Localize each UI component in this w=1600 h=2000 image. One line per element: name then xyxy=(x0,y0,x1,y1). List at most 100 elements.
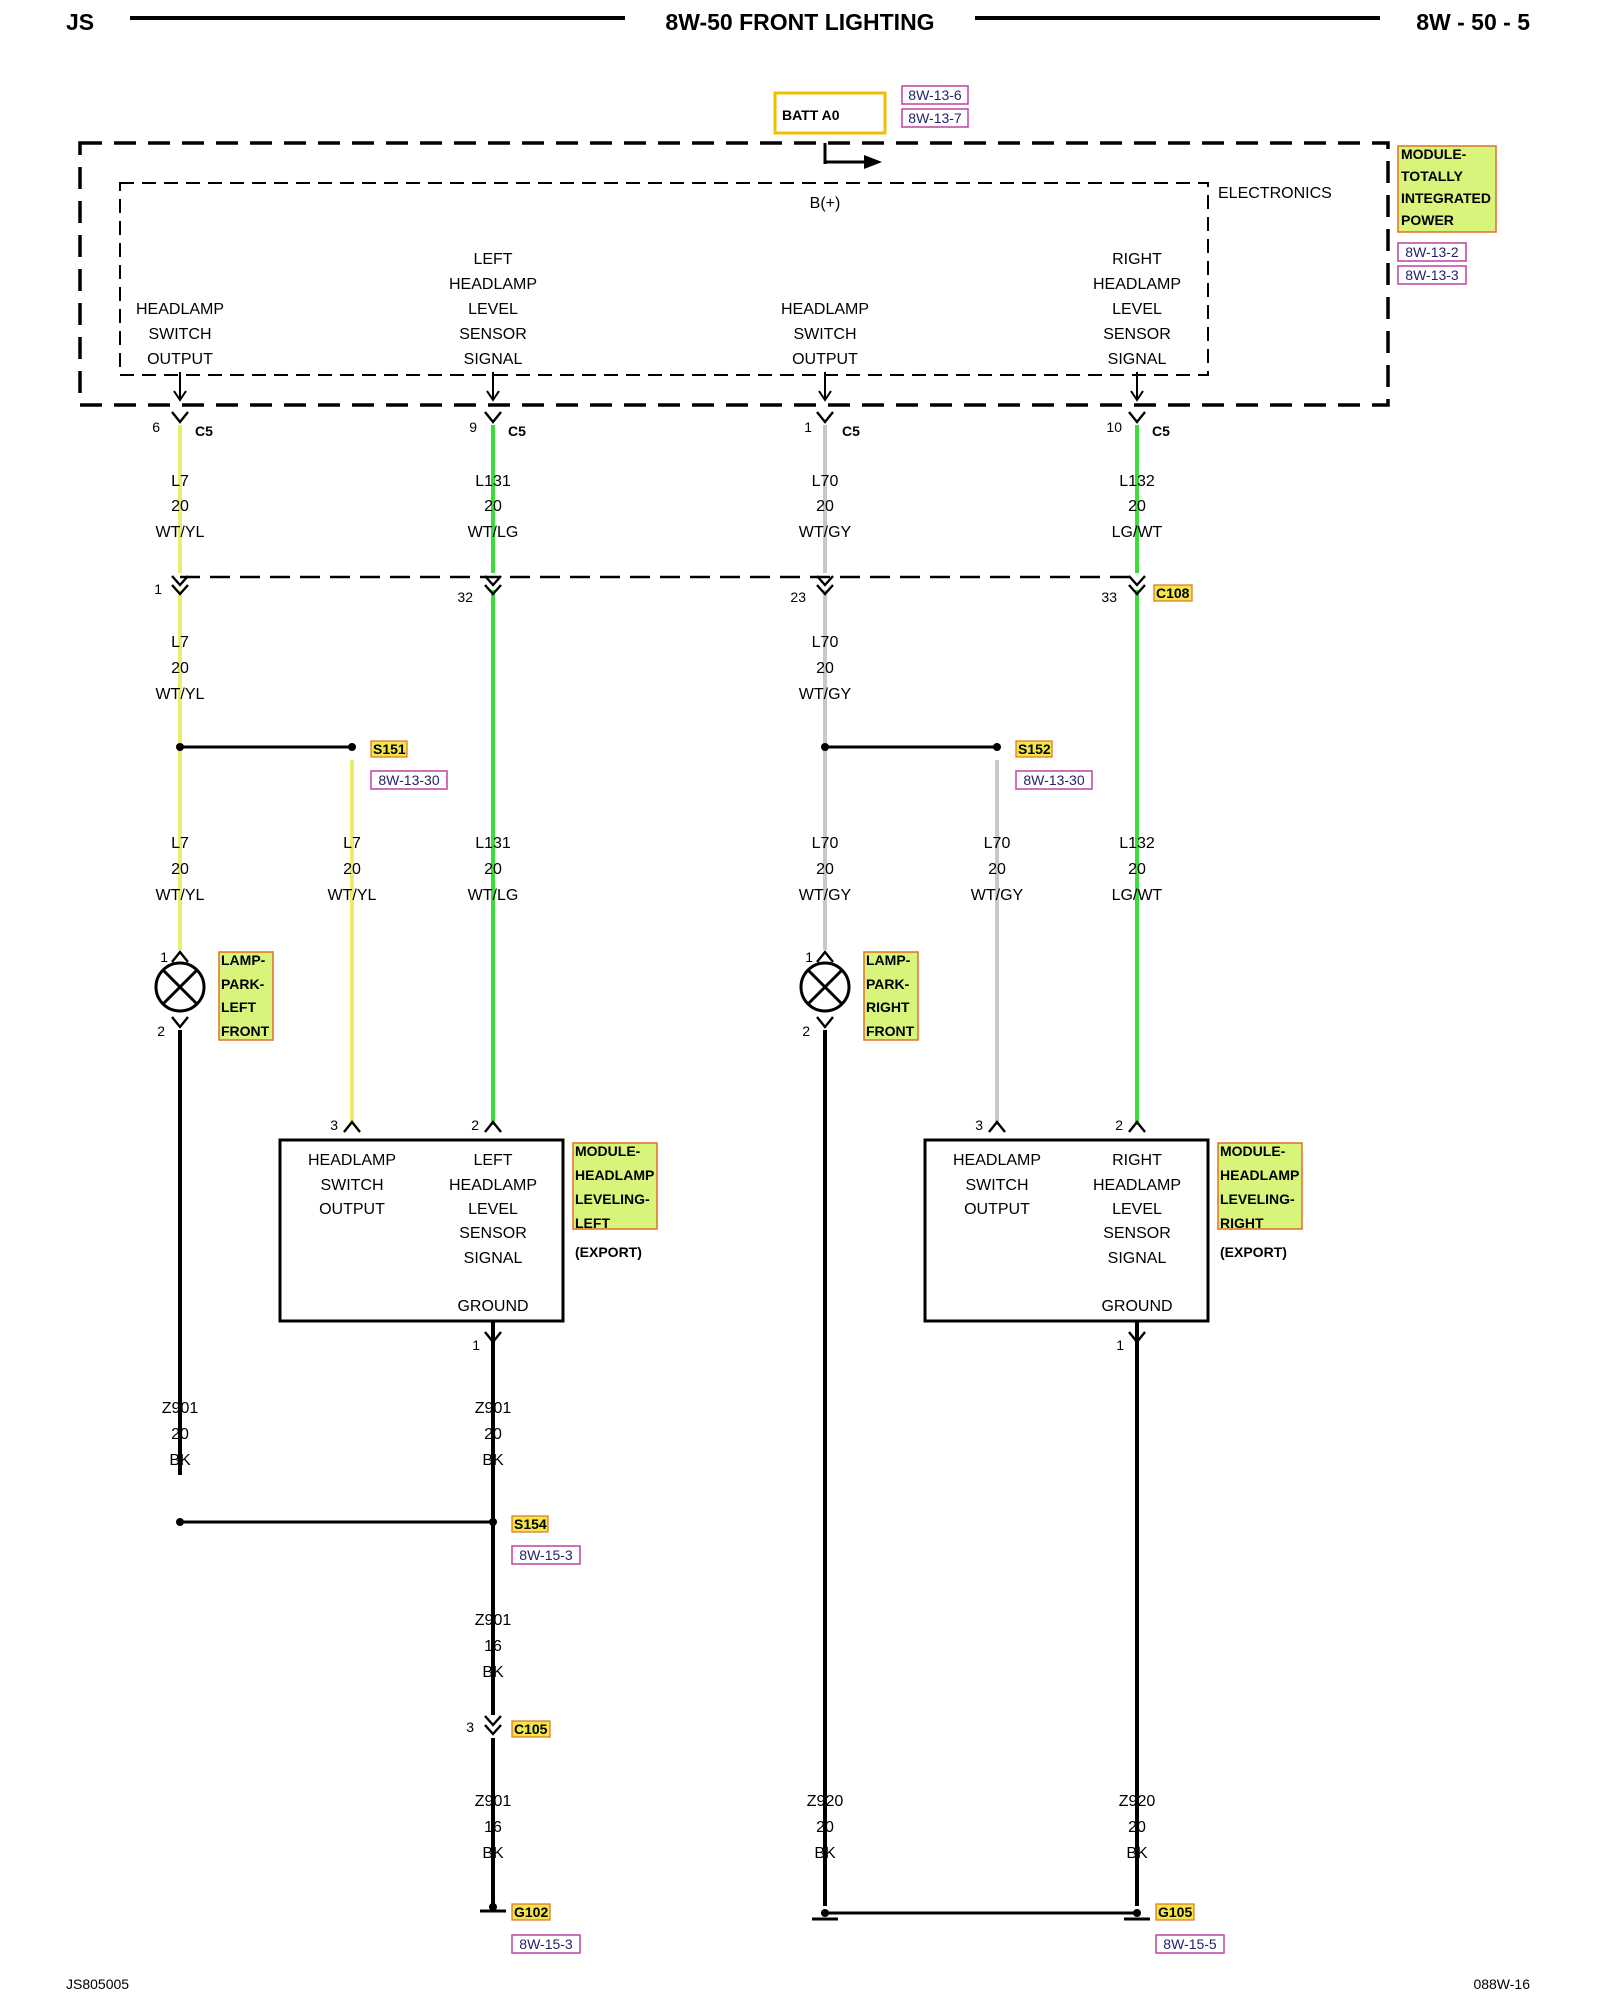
svg-text:WT/GY: WT/GY xyxy=(799,686,852,703)
svg-text:HEADLAMP: HEADLAMP xyxy=(449,276,537,293)
s151-ref[interactable]: 8W-13-30 xyxy=(370,770,448,790)
leveling-right-label[interactable]: MODULE- HEADLAMP LEVELING- RIGHT xyxy=(1217,1142,1303,1231)
wire-label-l131-upper: L131 20 WT/LG xyxy=(468,473,519,541)
c5-label-1: C5 xyxy=(195,423,213,439)
svg-text:Z901: Z901 xyxy=(475,1400,512,1417)
svg-text:HEADLAMP: HEADLAMP xyxy=(1093,1177,1181,1194)
leveling-left-ground-label: GROUND xyxy=(457,1298,528,1315)
svg-text:OUTPUT: OUTPUT xyxy=(319,1201,385,1218)
svg-text:LEVELING-: LEVELING- xyxy=(575,1191,650,1207)
tipm-output-2-label: LEFT HEADLAMP LEVEL SENSOR SIGNAL xyxy=(449,251,537,368)
svg-text:8W-15-3: 8W-15-3 xyxy=(519,1936,573,1952)
s152-node-left xyxy=(821,743,829,751)
svg-text:HEADLAMP: HEADLAMP xyxy=(575,1167,654,1183)
leveling-left-label[interactable]: MODULE- HEADLAMP LEVELING- LEFT xyxy=(572,1142,658,1231)
svg-text:L70: L70 xyxy=(812,473,839,490)
c105-connector-icon xyxy=(483,1714,503,1736)
wire-label-l131-lower: L131 20 WT/LG xyxy=(468,835,519,904)
svg-text:SIGNAL: SIGNAL xyxy=(464,351,523,368)
svg-text:WT/LG: WT/LG xyxy=(468,524,519,541)
s154-tag[interactable]: S154 xyxy=(511,1515,549,1533)
svg-text:SWITCH: SWITCH xyxy=(793,326,856,343)
s151-tag[interactable]: S151 xyxy=(370,740,408,758)
g102-tag[interactable]: G102 xyxy=(511,1903,551,1921)
svg-text:SWITCH: SWITCH xyxy=(148,326,211,343)
svg-text:HEADLAMP: HEADLAMP xyxy=(1220,1167,1299,1183)
wire-label-l7-mid: L7 20 WT/YL xyxy=(156,634,205,703)
c108-tag[interactable]: C108 xyxy=(1153,584,1193,602)
svg-text:OUTPUT: OUTPUT xyxy=(964,1201,1030,1218)
tipm-internal-leads xyxy=(173,372,1144,402)
svg-text:WT/YL: WT/YL xyxy=(156,524,205,541)
bplus-arrow-icon xyxy=(864,155,882,169)
g102-ref[interactable]: 8W-15-3 xyxy=(511,1934,581,1954)
svg-text:LAMP-: LAMP- xyxy=(866,952,911,968)
svg-text:Z920: Z920 xyxy=(1119,1793,1156,1810)
tipm-label[interactable]: MODULE- TOTALLY INTEGRATED POWER xyxy=(1397,145,1497,233)
wire-label-l70-upper: L70 20 WT/GY xyxy=(799,473,852,541)
svg-text:Z901: Z901 xyxy=(162,1400,199,1417)
svg-text:LEVEL: LEVEL xyxy=(1112,1201,1162,1218)
svg-text:L7: L7 xyxy=(343,835,361,852)
tipm-ref-1[interactable]: 8W-13-2 xyxy=(1397,242,1467,262)
batt-ref-1[interactable]: 8W-13-6 xyxy=(901,85,969,105)
svg-text:BK: BK xyxy=(482,1845,504,1862)
leveling-right-pin-3: 3 xyxy=(975,1117,983,1133)
svg-text:S151: S151 xyxy=(373,741,406,757)
svg-text:RIGHT: RIGHT xyxy=(1112,1152,1162,1169)
svg-text:Z901: Z901 xyxy=(475,1793,512,1810)
g102-ground-icon xyxy=(480,1903,506,1913)
lamp-left-pin-2: 2 xyxy=(157,1023,165,1039)
svg-text:MODULE-: MODULE- xyxy=(1401,146,1467,162)
g105-ref[interactable]: 8W-15-5 xyxy=(1155,1934,1225,1954)
svg-text:POWER: POWER xyxy=(1401,212,1454,228)
c5-label-2: C5 xyxy=(508,423,526,439)
c5-pin-6: 6 xyxy=(152,419,160,435)
leveling-left-pin-3: 3 xyxy=(330,1117,338,1133)
svg-text:RIGHT: RIGHT xyxy=(866,999,910,1015)
s152-ref[interactable]: 8W-13-30 xyxy=(1015,770,1093,790)
svg-text:OUTPUT: OUTPUT xyxy=(792,351,858,368)
svg-text:L131: L131 xyxy=(475,835,511,852)
s154-ref[interactable]: 8W-15-3 xyxy=(511,1545,581,1565)
c105-tag[interactable]: C105 xyxy=(511,1720,551,1738)
svg-text:WT/GY: WT/GY xyxy=(799,887,852,904)
c5-pin-1: 1 xyxy=(804,419,812,435)
c108-pin-32: 32 xyxy=(457,589,473,605)
svg-text:L132: L132 xyxy=(1119,473,1155,490)
s154-node-left xyxy=(176,1518,184,1526)
svg-text:LG/WT: LG/WT xyxy=(1112,887,1163,904)
tipm-ref-2[interactable]: 8W-13-3 xyxy=(1397,265,1467,285)
svg-text:20: 20 xyxy=(171,498,189,515)
svg-text:LEVEL: LEVEL xyxy=(1112,301,1162,318)
svg-text:L70: L70 xyxy=(812,634,839,651)
s152-tag[interactable]: S152 xyxy=(1015,740,1053,758)
batt-label[interactable]: BATT A0 xyxy=(782,107,840,123)
svg-text:HEADLAMP: HEADLAMP xyxy=(1093,276,1181,293)
c105-pin-3: 3 xyxy=(466,1719,474,1735)
lamp-park-right-label[interactable]: LAMP- PARK- RIGHT FRONT xyxy=(863,951,919,1041)
lamp-left-pin2-icon xyxy=(170,1015,190,1029)
s151-node-right xyxy=(348,743,356,751)
wire-label-l7-upper: L7 20 WT/YL xyxy=(156,473,205,541)
wire-label-z920-a: Z920 20 BK xyxy=(807,1793,844,1862)
svg-text:FRONT: FRONT xyxy=(221,1023,270,1039)
connector-c5-pin1-icon xyxy=(815,410,835,424)
svg-text:20: 20 xyxy=(1128,1819,1146,1836)
svg-text:20: 20 xyxy=(816,1819,834,1836)
c108-pin-1: 1 xyxy=(154,581,162,597)
s151-node-left xyxy=(176,743,184,751)
footer-right: 088W-16 xyxy=(1473,1976,1530,1992)
lamp-park-left-label[interactable]: LAMP- PARK- LEFT FRONT xyxy=(218,951,274,1041)
svg-text:SIGNAL: SIGNAL xyxy=(464,1250,523,1267)
leveling-right-col1: HEADLAMP SWITCH OUTPUT xyxy=(953,1152,1041,1218)
s152-node-right xyxy=(993,743,1001,751)
svg-text:MODULE-: MODULE- xyxy=(1220,1143,1286,1159)
g105-tag[interactable]: G105 xyxy=(1155,1903,1195,1921)
svg-text:S152: S152 xyxy=(1018,741,1051,757)
svg-text:8W-13-2: 8W-13-2 xyxy=(1405,244,1459,260)
electronics-outline xyxy=(119,182,1209,376)
svg-text:HEADLAMP: HEADLAMP xyxy=(136,301,224,318)
batt-ref-2[interactable]: 8W-13-7 xyxy=(901,108,969,128)
leveling-left-export: (EXPORT) xyxy=(575,1244,642,1260)
